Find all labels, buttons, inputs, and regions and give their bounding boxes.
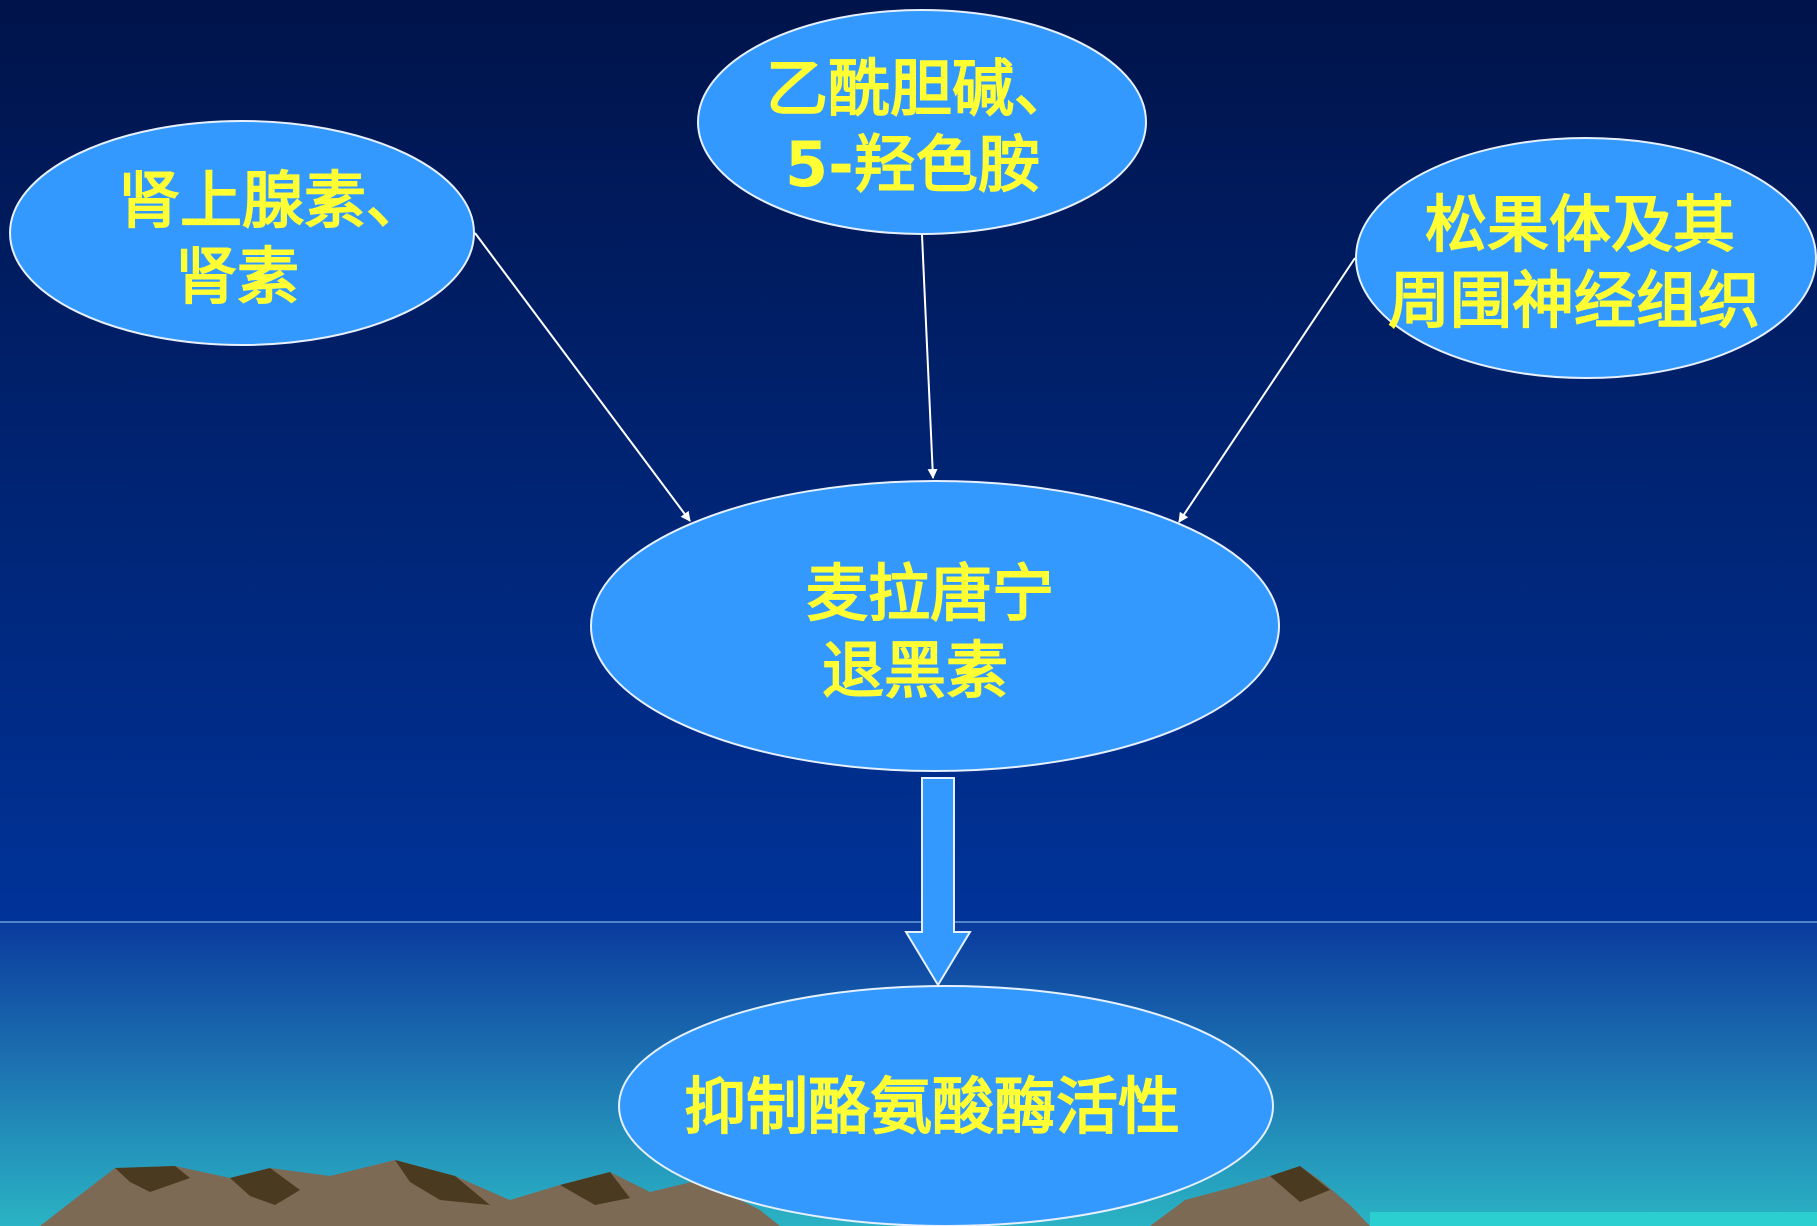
node-melatonin: 麦拉唐宁 退黑素: [590, 480, 1280, 772]
arrow-adrenaline-to-melatonin: [474, 232, 691, 522]
node-inhibit: 抑制酪氨酸酶活性: [618, 985, 1274, 1226]
connectors: [474, 232, 1356, 987]
node-acetylcholine-line1: 乙酰胆碱、: [766, 52, 1076, 125]
node-melatonin-line2: 退黑素: [822, 634, 1008, 707]
node-adrenaline-line1: 肾上腺素、: [118, 164, 428, 237]
node-pineal-line2: 周围神经组织: [1388, 264, 1760, 337]
node-inhibit-line1: 抑制酪氨酸酶活性: [684, 1070, 1180, 1143]
node-adrenaline-line2: 肾素: [175, 240, 299, 313]
arrow-acetylcholine-to-melatonin: [921, 234, 938, 479]
node-acetylcholine: 乙酰胆碱、 5-羟色胺: [697, 9, 1147, 235]
node-adrenaline: 肾上腺素、 肾素: [9, 120, 475, 346]
arrow-pineal-to-melatonin: [1178, 257, 1356, 523]
mountain-range: [40, 1160, 1817, 1226]
block-arrow-melatonin-to-inhibit: [904, 777, 972, 987]
node-acetylcholine-line2: 5-羟色胺: [785, 128, 1040, 201]
node-melatonin-line1: 麦拉唐宁: [806, 557, 1054, 630]
node-pineal-line1: 松果体及其: [1425, 188, 1735, 261]
node-pineal: 松果体及其 周围神经组织: [1355, 137, 1817, 379]
